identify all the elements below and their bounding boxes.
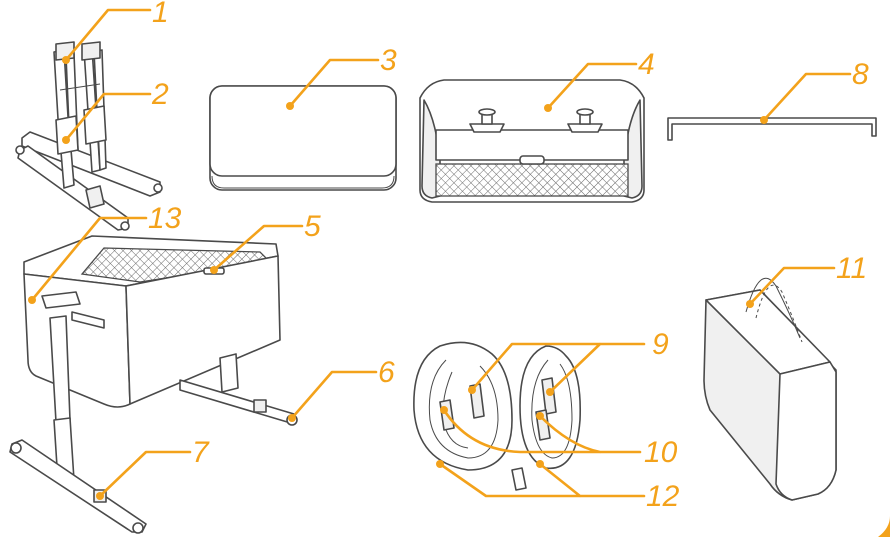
callout-number-6: 6 — [378, 356, 395, 389]
leader-dot-9b — [546, 388, 554, 396]
leader-dot-13 — [28, 296, 36, 304]
leader-dot-11 — [746, 300, 754, 308]
leader-dot-5 — [210, 266, 218, 274]
leader-dot-10a — [440, 406, 448, 414]
callout-number-9: 9 — [652, 328, 669, 361]
carry-bag-illustration — [703, 277, 837, 501]
straps-illustration — [413, 341, 582, 491]
callout-number-12: 12 — [646, 480, 680, 513]
leader-line-4 — [546, 62, 638, 110]
leader-dot-12b — [536, 460, 544, 468]
leader-line-3 — [288, 58, 380, 108]
leader-line-12 — [438, 462, 646, 498]
leader-line-8 — [762, 72, 852, 122]
leader-dot-6 — [288, 414, 296, 422]
leader-line-6 — [290, 370, 378, 420]
callout-number-5: 5 — [304, 210, 321, 243]
mattress-illustration — [209, 85, 397, 191]
legs-frame-illustration — [15, 41, 163, 231]
callout-numbers: 1 2 3 4 5 6 7 8 9 10 11 12 13 — [148, 0, 869, 513]
support-rod-illustration — [667, 117, 877, 141]
leader-dot-3 — [286, 102, 294, 110]
callout-number-8: 8 — [852, 58, 869, 91]
callout-number-13: 13 — [148, 202, 182, 235]
leader-dot-12a — [436, 460, 444, 468]
leader-line-13 — [30, 216, 148, 302]
callout-number-2: 2 — [151, 78, 169, 111]
leader-dot-7 — [96, 492, 104, 500]
leader-dot-4 — [544, 104, 552, 112]
corner-accent — [878, 516, 890, 537]
leader-line-10 — [442, 408, 642, 454]
leader-dot-2 — [62, 136, 70, 144]
leader-line-2 — [64, 92, 152, 142]
leader-dot-8 — [760, 116, 768, 124]
callout-number-1: 1 — [152, 0, 169, 29]
callout-number-11: 11 — [836, 252, 867, 285]
leader-line-7 — [98, 450, 192, 498]
callout-number-10: 10 — [644, 436, 678, 469]
leader-line-11 — [748, 266, 836, 306]
callout-number-4: 4 — [638, 48, 655, 81]
leader-dot-10b — [536, 412, 544, 420]
callout-leaders — [28, 8, 852, 500]
leader-dot-1 — [62, 56, 70, 64]
callout-number-7: 7 — [192, 436, 210, 469]
callout-number-3: 3 — [380, 44, 397, 77]
leader-line-5 — [212, 224, 304, 272]
leader-line-9 — [470, 342, 646, 394]
leader-line-1 — [64, 8, 152, 62]
bassinet-top-illustration — [419, 79, 645, 203]
leader-dot-9a — [468, 386, 476, 394]
crib-illustration — [9, 235, 298, 534]
